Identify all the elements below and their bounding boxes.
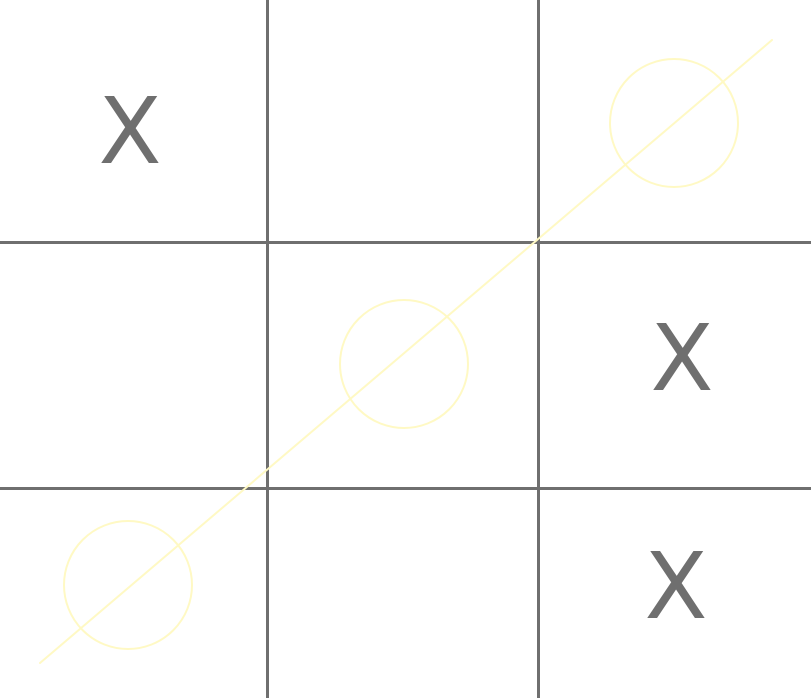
board-cell-2[interactable]	[540, 0, 811, 241]
x-mark: X	[644, 533, 708, 640]
board-cell-1[interactable]	[269, 0, 537, 241]
board-cell-0[interactable]: X	[0, 0, 266, 241]
board-cell-5[interactable]: X	[540, 244, 811, 487]
board-cell-3[interactable]	[0, 244, 266, 487]
x-mark: X	[650, 305, 714, 412]
board-cell-7[interactable]	[269, 490, 537, 698]
o-mark	[609, 58, 739, 188]
x-mark: X	[98, 78, 162, 185]
board-cell-4[interactable]	[269, 244, 537, 487]
board-cell-6[interactable]	[0, 490, 266, 698]
board-cell-8[interactable]: X	[540, 490, 811, 698]
o-mark	[63, 520, 193, 650]
o-mark	[339, 299, 469, 429]
